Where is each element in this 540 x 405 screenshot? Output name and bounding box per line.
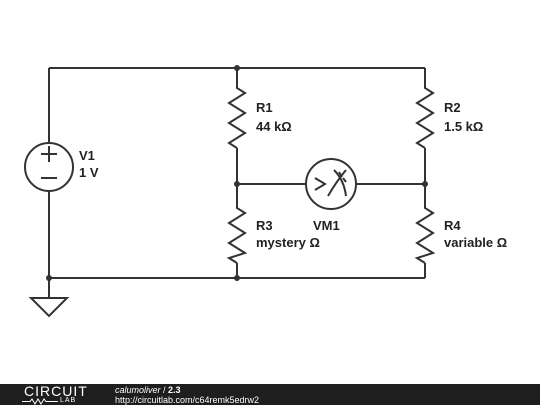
ground-symbol	[28, 297, 70, 318]
junction-node	[422, 181, 428, 187]
resistor-r3	[226, 203, 248, 264]
footer-url[interactable]: http://circuitlab.com/c64remk5edrw2	[115, 395, 260, 405]
path-separator: /	[160, 385, 169, 395]
footer-author-line: calumoliver / 2.3	[115, 385, 181, 395]
footer-bar: CIRCUIT LAB calumoliver / 2.3 http://cir…	[0, 384, 540, 405]
resistor-r4	[414, 203, 436, 264]
junction-node	[234, 65, 240, 71]
v1-name-label: V1	[79, 148, 95, 163]
resistor-r1	[227, 83, 247, 149]
logo-resistor-icon	[22, 398, 58, 405]
voltage-source-v1	[24, 142, 74, 192]
r4-value-label: variable Ω	[444, 235, 507, 250]
r3-name-label: R3	[256, 218, 273, 233]
v1-value-label: 1 V	[79, 165, 99, 180]
author-name[interactable]: calumoliver	[115, 385, 161, 395]
r1-value-label: 44 kΩ	[256, 119, 292, 134]
resistor-r2	[415, 83, 435, 149]
r4-name-label: R4	[444, 218, 461, 233]
r3-value-label: mystery Ω	[256, 235, 320, 250]
junction-node	[234, 181, 240, 187]
vm1-name-label: VM1	[313, 218, 340, 233]
r2-name-label: R2	[444, 100, 461, 115]
junction-node	[46, 275, 52, 281]
junction-node	[234, 275, 240, 281]
r2-value-label: 1.5 kΩ	[444, 119, 483, 134]
circuitlab-logo: CIRCUIT	[24, 383, 88, 399]
project-name[interactable]: 2.3	[168, 385, 181, 395]
r1-name-label: R1	[256, 100, 273, 115]
voltmeter-vm1	[305, 158, 357, 210]
circuitlab-logo-sub: LAB	[60, 397, 77, 404]
circuit-schematic: V1 1 V R1 44 kΩ R2 1.5 kΩ R3 mystery Ω V…	[24, 65, 507, 318]
